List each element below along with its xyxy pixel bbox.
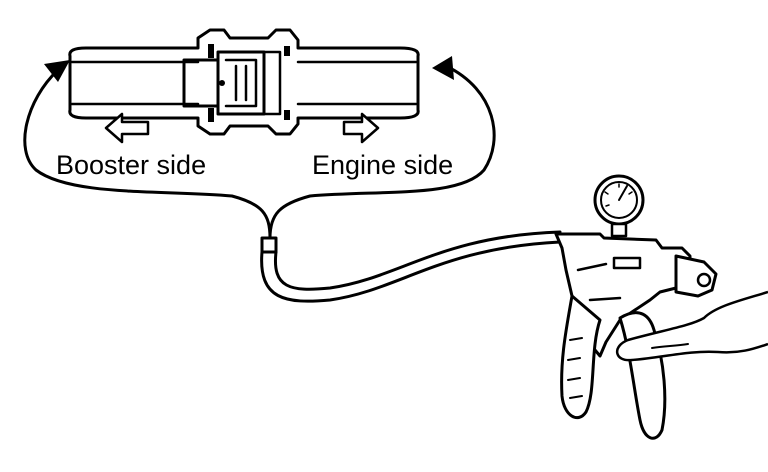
arrowhead-right-icon <box>432 56 454 80</box>
engine-side-label: Engine side <box>312 150 453 180</box>
vacuum-pump <box>554 174 768 440</box>
vacuum-gauge-icon <box>593 174 645 238</box>
check-valve <box>68 28 420 136</box>
hollow-arrow-right-icon <box>342 112 380 144</box>
connection-loop <box>23 56 496 240</box>
arrowhead-left-icon <box>44 60 70 82</box>
booster-side-label: Booster side <box>56 150 206 180</box>
hollow-arrow-left-icon <box>104 112 150 144</box>
vacuum-hose <box>260 230 562 303</box>
